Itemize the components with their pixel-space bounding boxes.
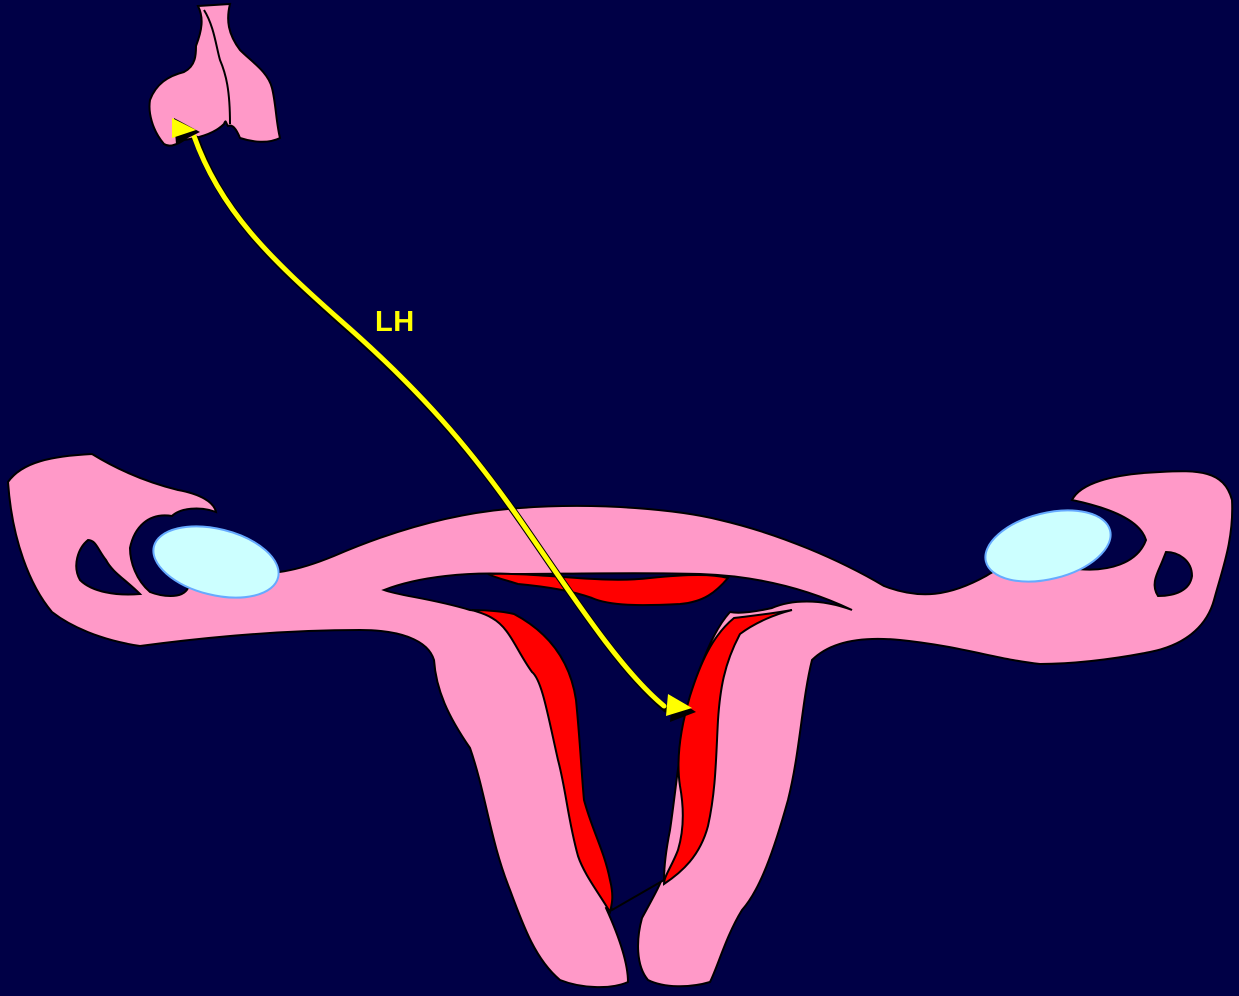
pituitary-gland <box>150 4 280 146</box>
hormone-label: LH <box>375 306 415 339</box>
